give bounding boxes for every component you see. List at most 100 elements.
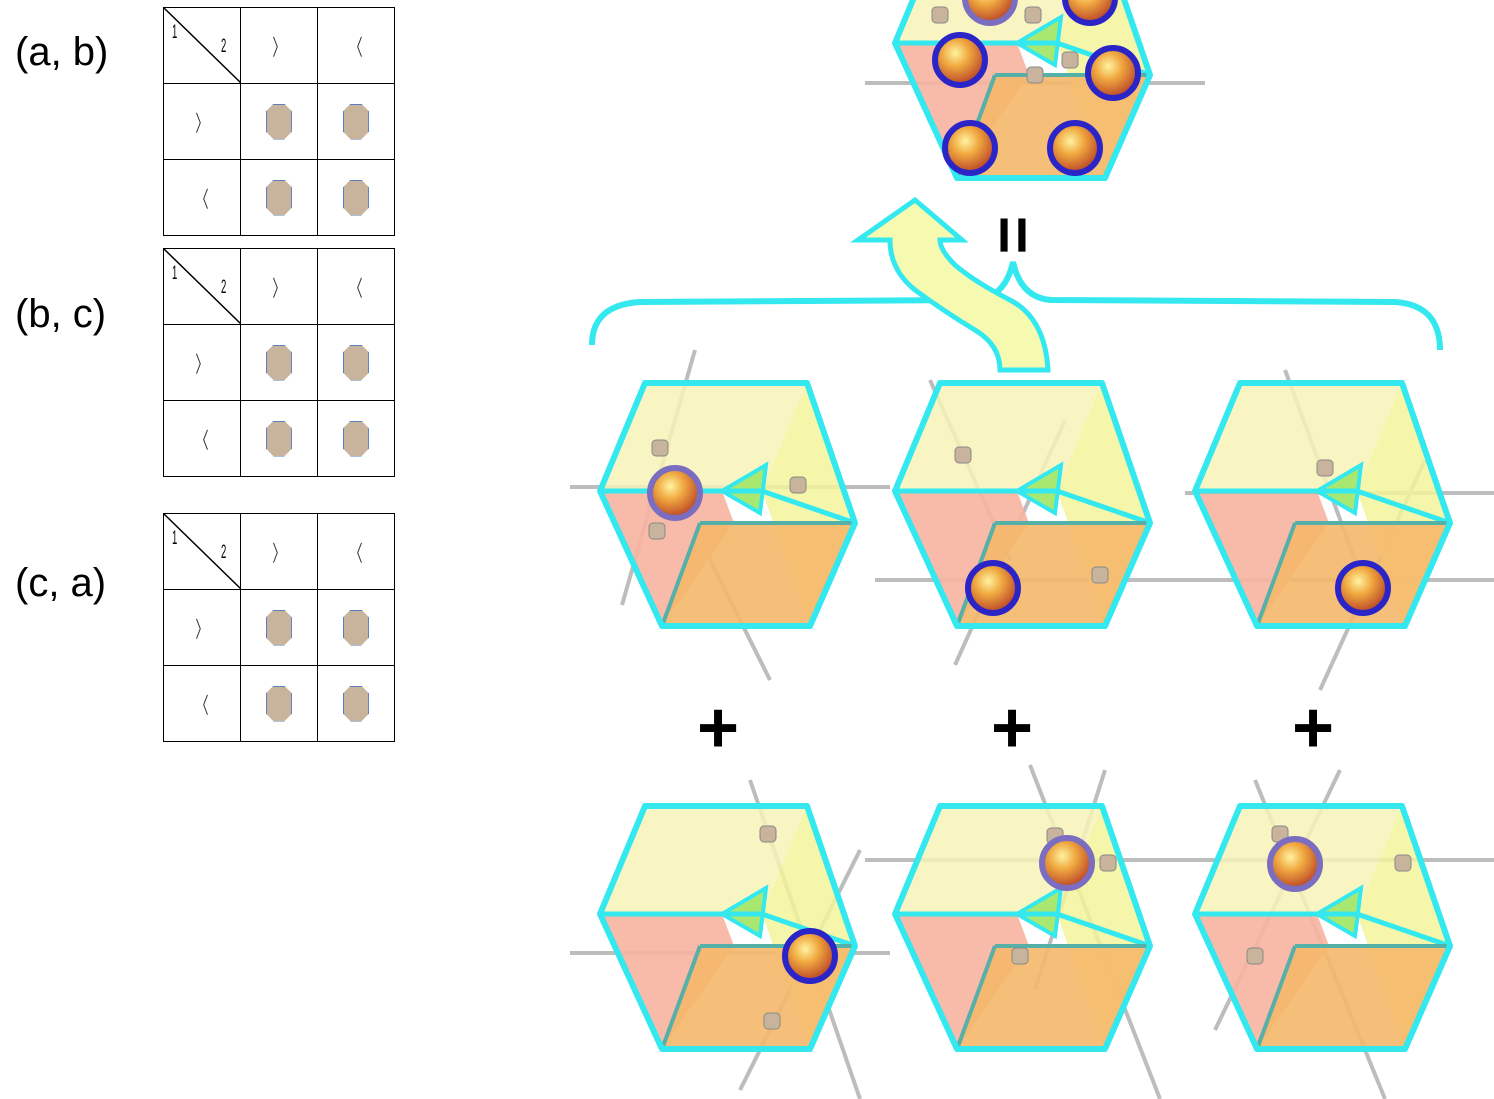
octagon-icon [265, 685, 292, 722]
brace-connector [589, 261, 1443, 351]
small-dot [954, 446, 972, 464]
table-cell [316, 159, 396, 236]
cube-edge [1255, 522, 1297, 627]
small-dot [1091, 566, 1109, 584]
small-dot [931, 6, 949, 24]
cube-edge [660, 945, 702, 1050]
corner-cell: 1 2 [163, 7, 241, 84]
corner-label-2: 2 [221, 542, 227, 563]
top-face [600, 806, 807, 914]
ring-marker [1335, 560, 1391, 616]
small-dot [759, 825, 777, 843]
octagon-icon [342, 179, 369, 216]
curved-arrow [850, 196, 1051, 373]
octagon-icon [342, 685, 369, 722]
table-label-bc: (b, c) [15, 292, 107, 336]
octagon-icon [265, 609, 292, 646]
column-header: 〉 [239, 7, 318, 84]
ball [937, 37, 983, 83]
bottom-face [662, 523, 855, 626]
ring-marker [1039, 835, 1095, 891]
row-header: 〉 [163, 589, 241, 666]
table-cell [239, 400, 318, 477]
ring-marker [932, 32, 988, 88]
small-dot [1061, 51, 1079, 69]
bottom-face [957, 946, 1150, 1049]
table-cell [239, 665, 318, 742]
ring-marker [1062, 0, 1118, 26]
cube [570, 779, 890, 1099]
small-dot [1316, 459, 1334, 477]
cube-outline [892, 380, 1153, 629]
diagonal-line [164, 514, 241, 589]
corner-cell: 1 2 [163, 513, 241, 590]
cube-outline [597, 803, 858, 1052]
table-label-ca: (c, a) [15, 561, 107, 605]
ring-marker [1085, 45, 1141, 101]
ball [967, 0, 1013, 21]
cube [570, 349, 890, 681]
octagon-icon [342, 609, 369, 646]
corner-label-2: 2 [221, 277, 227, 298]
octagon-icon [342, 420, 369, 457]
ball [1340, 565, 1386, 611]
table-ca: 1 2 〉 〈 〉 〈 [163, 513, 396, 742]
table-cell [316, 665, 396, 742]
ball [652, 470, 698, 516]
ball [1272, 841, 1318, 887]
cube-outline [1192, 380, 1453, 629]
cube-outline [892, 0, 1153, 181]
ball [1052, 125, 1098, 171]
octagon-icon [342, 103, 369, 140]
cube-edge [955, 945, 997, 1050]
cube-edge [1195, 911, 1451, 949]
octagon-icon [265, 179, 292, 216]
ring-marker [782, 928, 838, 984]
small-dot [789, 476, 807, 494]
cube-edge [1195, 488, 1451, 526]
column-header: 〈 [316, 513, 396, 590]
cube [865, 0, 1205, 181]
cube-edge [895, 911, 1151, 949]
corner-label-2: 2 [221, 36, 227, 57]
small-dot [1246, 947, 1264, 965]
bottom-face [1257, 946, 1450, 1049]
plus-sign: + [991, 688, 1033, 768]
ball [970, 565, 1016, 611]
cube-outline [1192, 803, 1453, 1052]
octagon-icon [265, 420, 292, 457]
diagonal-line [164, 8, 241, 83]
plus-sign: + [697, 688, 739, 768]
octagon-icon [265, 103, 292, 140]
small-dot [1011, 947, 1029, 965]
ring-marker [962, 0, 1018, 26]
cube-edge [895, 488, 1151, 526]
top-face [600, 383, 807, 491]
row-header: 〈 [163, 400, 241, 477]
corner-cell: 1 2 [163, 248, 241, 325]
ring-marker [965, 560, 1021, 616]
column-header: 〉 [239, 513, 318, 590]
cube-edge [1255, 945, 1297, 1050]
cube [1192, 769, 1453, 1099]
table-ab: 1 2 〉 〈 〉 〈 [163, 7, 396, 236]
table-cell [316, 589, 396, 666]
table-cell [239, 324, 318, 401]
cube-outline [597, 380, 858, 629]
small-dot [1024, 6, 1042, 24]
octagon-icon [265, 344, 292, 381]
ring-marker [942, 120, 998, 176]
cube [875, 379, 1494, 666]
ring-marker [1267, 836, 1323, 892]
table-bc: 1 2 〉 〈 〉 〈 [163, 248, 396, 477]
ball [1090, 50, 1136, 96]
ball [1044, 840, 1090, 886]
corner-label-1: 1 [172, 22, 178, 43]
corner-label-1: 1 [172, 263, 178, 284]
equals-sign: = [977, 216, 1051, 255]
table-cell [316, 83, 396, 160]
table-cell [239, 83, 318, 160]
row-header: 〉 [163, 324, 241, 401]
small-dot [648, 522, 666, 540]
diagonal-line [164, 249, 241, 324]
